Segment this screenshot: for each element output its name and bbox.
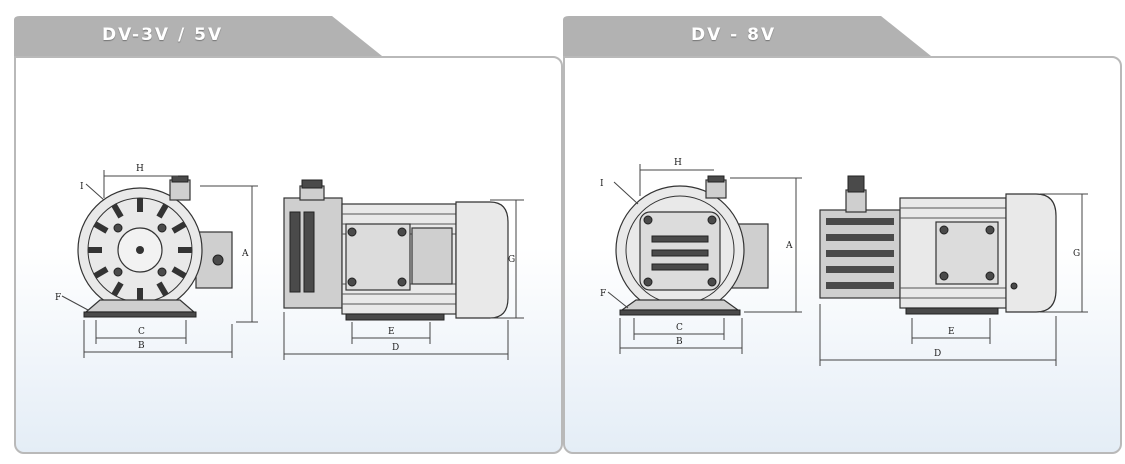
dv-3v-5v-front-view <box>61 170 258 358</box>
dim-label-g: G <box>508 255 515 265</box>
dim-label-h: H <box>136 164 144 174</box>
dv-3v-5v-side-view <box>283 179 524 360</box>
dim-label-h: H <box>674 158 682 168</box>
dim-label-g: G <box>1073 249 1080 259</box>
dim-label-a: A <box>241 249 249 259</box>
dim-label-b: B <box>676 337 683 347</box>
tab-title: DV-3V / 5V <box>102 25 224 45</box>
dim-label-f: F <box>55 293 61 303</box>
tab-shape <box>14 16 382 56</box>
dim-label-f: F <box>600 289 606 299</box>
dimension-labels-dv-3v-5v: H I A F C B G E D <box>55 164 515 353</box>
dim-label-a: A <box>785 241 793 251</box>
dim-label-i: I <box>80 182 84 192</box>
model-tab-dv-3v-5v: DV-3V / 5V <box>14 16 384 56</box>
dim-label-e: E <box>388 327 395 337</box>
dv-8v-side-view <box>819 175 1088 366</box>
tab-title: DV - 8V <box>691 25 777 45</box>
dimension-labels-dv-8v: H I A F C B G E D <box>600 158 1080 359</box>
dim-label-c: C <box>676 323 683 333</box>
dim-label-c: C <box>138 327 145 337</box>
dim-label-i: I <box>600 179 604 189</box>
dim-label-d: D <box>392 343 399 353</box>
dim-label-d: D <box>934 349 941 359</box>
model-tab-dv-8v: DV - 8V <box>563 16 933 56</box>
dim-label-e: E <box>948 327 955 337</box>
tab-shape <box>563 16 931 56</box>
dim-label-b: B <box>138 341 145 351</box>
dv-8v-front-view <box>607 164 802 354</box>
